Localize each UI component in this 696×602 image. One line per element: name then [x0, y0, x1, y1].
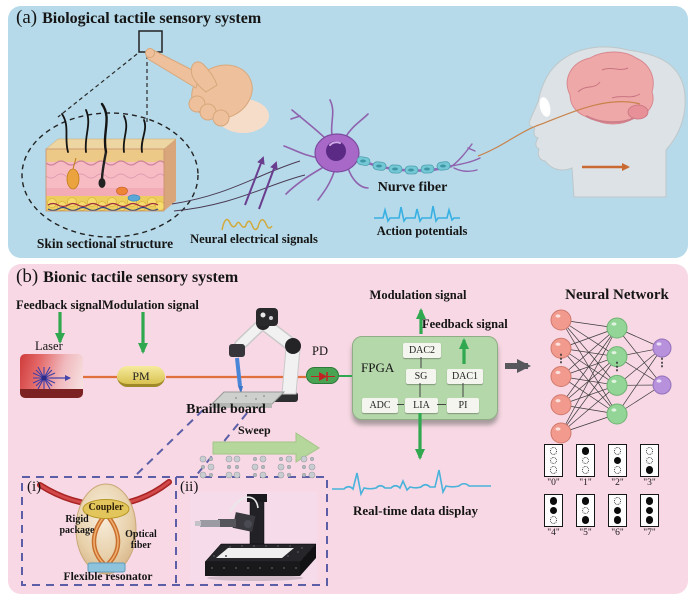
nn-ellipsis-output: ⋮ [656, 357, 668, 369]
panel-biological [8, 6, 688, 258]
photodetector-box [306, 367, 339, 384]
flexible-resonator-label: Flexible resonator [63, 571, 153, 583]
pd-label: PD [312, 344, 328, 358]
braille-cell: "3" [640, 444, 659, 488]
neural-network-title: Neural Network [565, 287, 669, 303]
neural-signals-label: Neural electrical signals [190, 232, 318, 246]
panel-b-title-text: Bionic tactile sensory system [43, 269, 239, 286]
nn-ellipsis-input: ⋮ [555, 353, 567, 365]
modulation-signal-top-label: Modulation signal [102, 298, 199, 312]
nn-ellipsis-hidden: ⋮ [611, 361, 623, 373]
braille-code-grid: "0" "1" "2" "3" "4" "5" "6" "7" [544, 444, 659, 538]
laser-label: Laser [35, 339, 63, 353]
realtime-label: Real-time data display [353, 503, 478, 518]
action-potentials-label: Action potentials [376, 224, 468, 238]
panel-b-tag: (b) [16, 266, 39, 287]
laser-box [20, 354, 83, 398]
braille-cell: "4" [544, 494, 563, 538]
fpga-block-pi: PI [447, 398, 479, 413]
fpga-feedback-out-label: Feedback signal [422, 317, 508, 331]
braille-cell: "1" [576, 444, 595, 488]
coupler-label: Coupler [88, 502, 124, 513]
fpga-block-sg: SG [406, 369, 436, 384]
optical-fiber-label: Optical fiber [125, 529, 157, 551]
fpga-block-dac1: DAC1 [447, 369, 483, 384]
braille-cell: "5" [576, 494, 595, 538]
nerve-fiber-label: Nurve fiber [377, 180, 448, 195]
feedback-signal-top-label: Feedback signal [16, 298, 102, 312]
fpga-block-adc: ADC [362, 398, 398, 413]
panel-bionic [8, 264, 688, 594]
inset-ii-tag: (ii) [180, 479, 199, 495]
braille-cell: "2" [608, 444, 627, 488]
fpga-block-lia: LIA [405, 398, 438, 413]
fpga-box: DAC2 SG DAC1 ADC LIA PI [352, 336, 498, 420]
panel-a-tag: (a) [16, 7, 38, 28]
fpga-block-dac2: DAC2 [403, 343, 441, 358]
rigid-package-label: Rigid package [59, 514, 95, 536]
fpga-label: FPGA [361, 360, 395, 375]
sweep-label: Sweep [238, 423, 271, 437]
braille-cell: "6" [608, 494, 627, 538]
panel-b-title: (b)Bionic tactile sensory system [16, 266, 239, 288]
panel-a-title-text: Biological tactile sensory system [42, 10, 262, 27]
phase-modulator-box: PM [117, 366, 165, 387]
skin-label: Skin sectional structure [36, 236, 174, 251]
panel-a-title: (a)Biological tactile sensory system [16, 7, 262, 29]
braille-board-label: Braille board [186, 402, 266, 417]
braille-cell: "0" [544, 444, 563, 488]
braille-cell: "7" [640, 494, 659, 538]
fpga-modulation-out-label: Modulation signal [369, 288, 467, 302]
inset-i-tag: (i) [27, 479, 42, 495]
